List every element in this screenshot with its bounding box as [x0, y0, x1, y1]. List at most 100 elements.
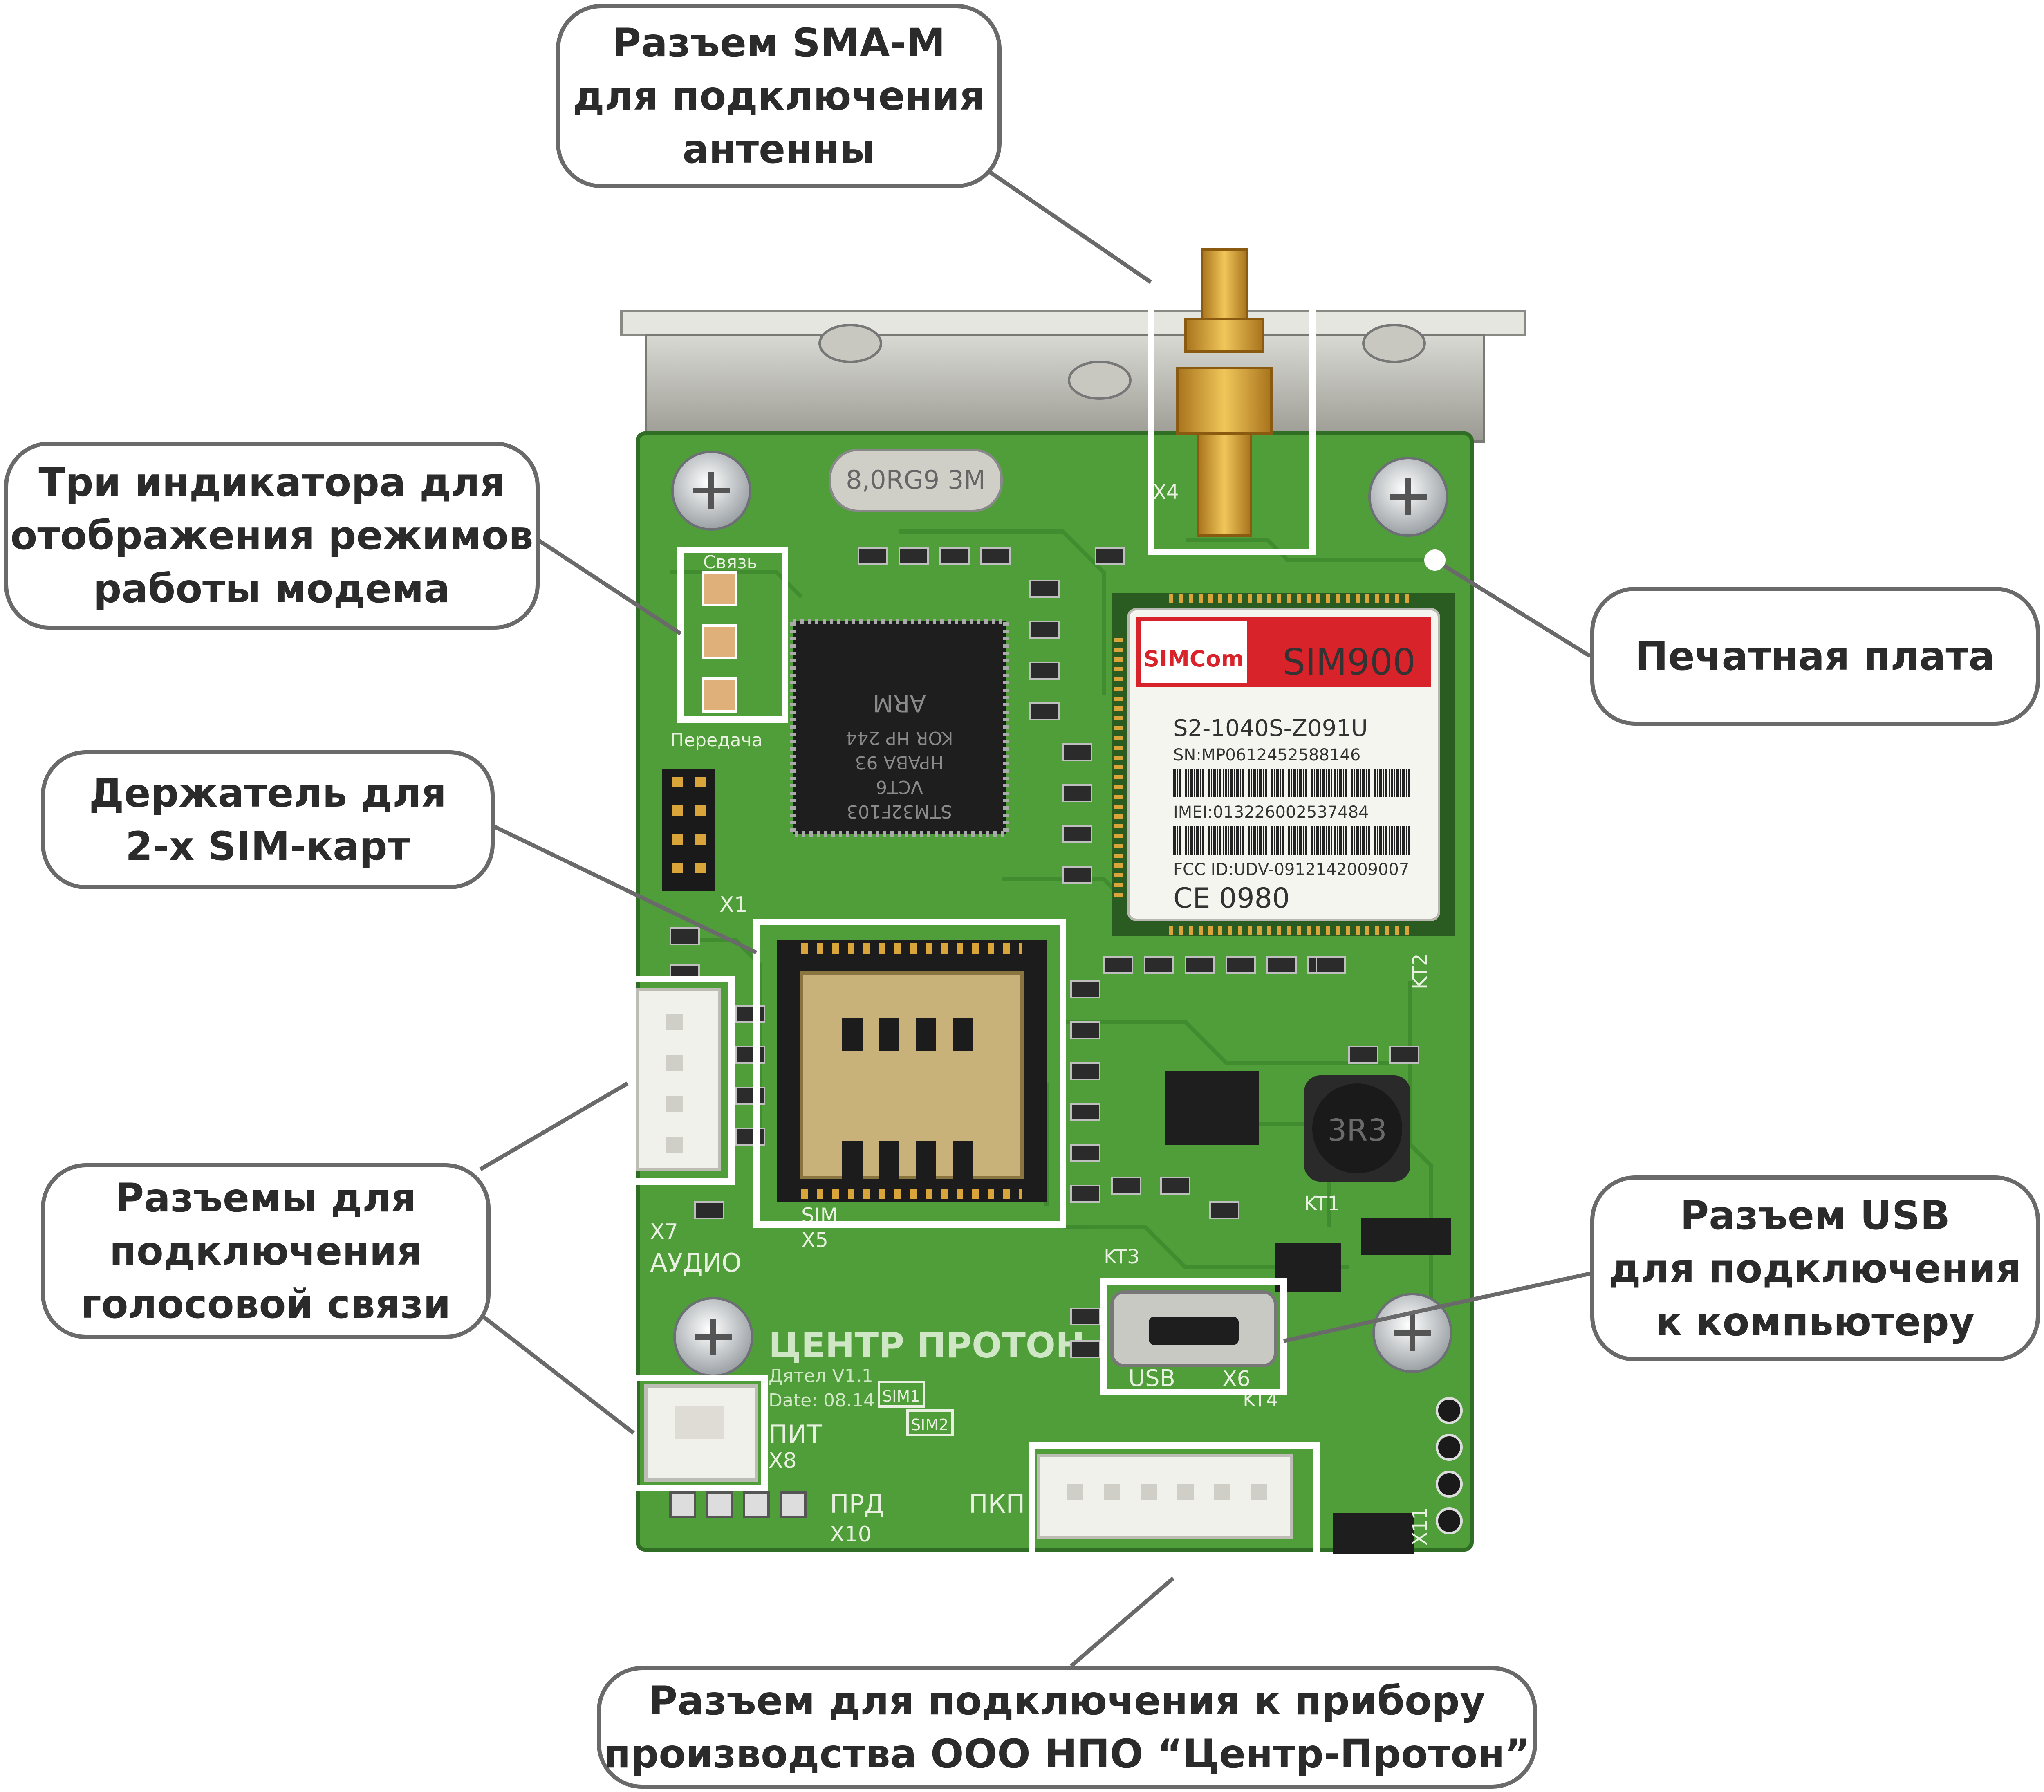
led-label-peredacha: Передача [670, 730, 763, 751]
callout-indicators-line-3: работы модема [93, 566, 450, 612]
smd-component-13 [670, 927, 700, 945]
leader-voice-power [479, 1313, 635, 1435]
callout-voice: Разъемы для подключения голосовой связи [41, 1163, 491, 1339]
mounting-bracket [620, 310, 1526, 443]
smd-component-8 [1029, 702, 1060, 720]
mcu-line-3: HPABA 93 [855, 752, 944, 773]
label-kt2: KT2 [1409, 953, 1432, 989]
smd-component-30 [1160, 1177, 1190, 1195]
callout-voice-line-1: Разъемы для [115, 1175, 417, 1221]
smd-component-25 [1266, 956, 1297, 974]
smd-component-28 [1389, 1046, 1419, 1064]
centr-proton-logo: ЦЕНТР ПРОТОН Дятел V1.1 Date: 08.14 SIM1… [769, 1325, 1085, 1436]
mounting-screw-bottom-right [1372, 1293, 1452, 1373]
device-connector: ПКП [969, 1454, 1293, 1539]
smd-component-32 [735, 1005, 765, 1023]
smd-component-29 [1111, 1177, 1141, 1195]
label-x6: X6 [1222, 1367, 1251, 1391]
power-inductor: 3R3 [1304, 1075, 1410, 1182]
callout-sim-holder: Держатель для 2-х SIM-карт [41, 750, 495, 889]
module-fcc: FCC ID:UDV-0912142009007 [1173, 860, 1409, 879]
smd-component-16 [1070, 1021, 1100, 1039]
mounting-screw-top-right [1368, 457, 1448, 537]
smd-component-37 [1070, 1340, 1100, 1358]
smd-component-18 [1070, 1103, 1100, 1121]
leader-voice-audio [479, 1081, 629, 1171]
smd-component-11 [1062, 825, 1092, 843]
label-x4: X4 [1153, 481, 1179, 504]
smd-component-36 [1070, 1308, 1100, 1325]
smd-component-9 [1062, 743, 1092, 761]
logo-text: ЦЕНТР ПРОТОН [769, 1325, 1085, 1366]
leader-pcb [1434, 558, 1591, 658]
module-name: SIM900 [1282, 641, 1416, 683]
highlight-audio [624, 976, 735, 1185]
crystal-oscillator: 8,0RG9 3M [829, 449, 1003, 512]
smd-component-19 [1070, 1144, 1100, 1162]
smd-component-5 [1029, 580, 1060, 598]
printed-circuit-board: 8,0RG9 3M ARM KOR HP 244 HPABA 93 VCT6 S… [636, 248, 1474, 1554]
callout-device-line-1: Разъем для подключения к прибору [648, 1678, 1486, 1724]
callout-antenna-line-2: для подключения [573, 73, 985, 119]
smd-component-7 [1029, 662, 1060, 680]
callout-voice-line-2: подключения [109, 1228, 422, 1274]
callout-antenna-line-3: антенны [682, 126, 875, 172]
module-imei: IMEI:013226002537484 [1173, 803, 1369, 822]
callout-antenna: Разъем SMA-M для подключения антенны [556, 4, 1002, 188]
smd-component-21 [1103, 956, 1133, 974]
connector-x11-pads: X11 [1409, 1397, 1463, 1545]
highlight-antenna [1148, 215, 1316, 555]
callout-usb-line-1: Разъем USB [1680, 1192, 1950, 1238]
callout-pcb: Печатная плата [1590, 587, 2040, 726]
leader-antenna [988, 170, 1152, 284]
mcu-line-1: STM32F103 [847, 801, 952, 822]
label-sim2: SIM2 [911, 1416, 948, 1434]
smd-component-1 [858, 547, 888, 565]
smd-component-35 [735, 1128, 765, 1146]
module-barcode-1 [1173, 769, 1410, 797]
led-label-svyaz: Связь [703, 552, 757, 573]
module-ce: CE 0980 [1173, 882, 1290, 915]
pin-header-x1: X1 [662, 769, 748, 917]
highlight-sim-holder [753, 919, 1066, 1228]
callout-antenna-line-1: Разъем SMA-M [612, 20, 946, 66]
smd-component-27 [1348, 1046, 1378, 1064]
gsm-module-sim900: SIMCom SIM900 S2-1040S-Z091U SN:MP061245… [1112, 593, 1455, 936]
callout-indicators-line-2: отображения режимов [10, 513, 533, 558]
callout-device-line-2: производства ООО НПО “Центр-Протон” [603, 1731, 1531, 1777]
label-kt3: KT3 [1104, 1245, 1140, 1268]
label-usb: USB [1128, 1365, 1175, 1392]
highlight-indicators [677, 547, 788, 723]
callout-usb-line-3: к компьютеру [1655, 1299, 1975, 1345]
label-x10: X10 [830, 1522, 872, 1547]
callout-sim-holder-line-2: 2-х SIM-карт [125, 823, 410, 869]
smd-component-40 [1095, 547, 1125, 565]
dual-sim-card-holder: SIM X5 [777, 940, 1047, 1252]
smd-component-3 [939, 547, 970, 565]
connector-x10-pads: ПРД X10 [669, 1489, 884, 1547]
label-sim1: SIM1 [882, 1387, 920, 1405]
mini-usb-connector: USB X6 [1110, 1290, 1277, 1392]
inductor-marking: 3R3 [1327, 1113, 1387, 1148]
callout-pcb-line-1: Печатная плата [1635, 633, 1995, 679]
smd-component-33 [735, 1046, 765, 1064]
smd-component-31 [1209, 1201, 1239, 1219]
smd-component-17 [1070, 1062, 1100, 1080]
smd-component-2 [899, 547, 929, 565]
leader-device [1069, 1577, 1175, 1668]
smd-components [670, 547, 1419, 1358]
highlight-device [1029, 1442, 1320, 1581]
crystal-marking: 8,0RG9 3M [846, 465, 986, 495]
callout-device: Разъем для подключения к прибору произво… [597, 1666, 1537, 1789]
mounting-screw-bottom-left [673, 1297, 753, 1377]
label-pit: ПИТ [769, 1420, 823, 1449]
module-barcode-2 [1173, 826, 1410, 855]
audio-connector-x7: X7 АУДИО [636, 988, 742, 1278]
leader-sim-holder [487, 822, 758, 955]
sma-antenna-connector: X4 [1153, 248, 1273, 537]
smd-component-24 [1226, 956, 1256, 974]
leader-lines [479, 170, 1591, 1668]
highlight-boxes [624, 215, 1320, 1581]
highlight-usb [1100, 1278, 1287, 1395]
